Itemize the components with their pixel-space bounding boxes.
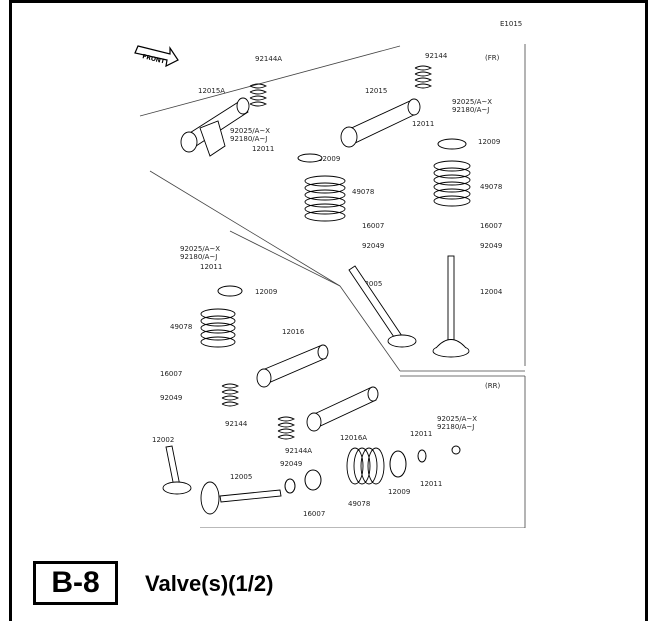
valve-12005-lower	[200, 481, 282, 515]
cylinder-label-rr: (RR)	[485, 382, 500, 390]
label-92025-lower: 92025/A~X	[180, 245, 220, 253]
label-49078-mid: 49078	[352, 188, 374, 196]
part-16007-bottom	[304, 469, 322, 491]
label-12011-left: 12011	[252, 145, 274, 153]
label-49078-lower: 49078	[170, 323, 192, 331]
label-12009-lower: 12009	[255, 288, 277, 296]
label-92180-bottom: 92180/A~J	[437, 423, 474, 431]
label-12004: 12004	[480, 288, 503, 296]
label-92180-left: 92180/A~J	[230, 135, 267, 143]
label-12009-right: 12009	[478, 138, 500, 146]
label-12011-lower: 12011	[200, 263, 222, 271]
label-92049-mid: 92049	[362, 242, 384, 250]
label-92025-left: 92025/A~X	[230, 127, 270, 135]
retainer-mid	[297, 153, 323, 163]
label-16007-mid: 16007	[362, 222, 384, 230]
label-49078-right: 49078	[480, 183, 502, 191]
label-92144a-lower: 92144A	[285, 447, 312, 455]
valve-12005-mid	[348, 265, 417, 348]
label-92049-bottom: 92049	[280, 460, 302, 468]
valve-spring-49078-bottom	[346, 447, 385, 485]
valve-spring-49078-lower	[200, 308, 236, 348]
right-border	[645, 0, 648, 621]
front-arrow-icon: FRONT	[134, 45, 179, 68]
label-92025-bottom: 92025/A~X	[437, 415, 477, 423]
label-92180-lower: 92180/A~J	[180, 253, 217, 261]
valve-spring-49078-mid	[304, 175, 346, 222]
valve-spring-49078-right	[433, 160, 471, 207]
label-16007-bottom: 16007	[303, 510, 325, 518]
section-code-badge: B-8	[33, 561, 118, 605]
label-92049-lower: 92049	[160, 394, 182, 402]
label-92180-right: 92180/A~J	[452, 106, 489, 114]
part-12009-bottom	[389, 450, 407, 478]
left-border	[9, 0, 12, 621]
section-lines	[139, 44, 526, 528]
top-border	[9, 0, 648, 3]
rocker-shaft-12015	[340, 98, 421, 148]
label-12015: 12015	[365, 87, 387, 95]
valve-12002	[162, 445, 192, 495]
label-12002: 12002	[152, 436, 174, 444]
spring-92144-lower	[221, 383, 240, 407]
label-92144a-top: 92144A	[255, 55, 282, 63]
rocker-arm-12016	[256, 344, 329, 388]
part-12011-bottom	[417, 449, 427, 463]
label-12005-lower: 12005	[230, 473, 252, 481]
label-92049-right: 92049	[480, 242, 502, 250]
spring-92144a-lower	[277, 416, 296, 440]
valve-12004	[432, 255, 470, 358]
label-92144-lower: 92144	[225, 420, 248, 428]
spring-92144a	[249, 83, 268, 107]
label-12011-bottom-b: 12011	[420, 480, 442, 488]
part-cotter-bottom	[451, 445, 461, 455]
diagram-svg: FRONT E1015 (FR) (RR) 92144A 12015A 9202…	[134, 20, 526, 528]
exploded-parts-diagram: FRONT E1015 (FR) (RR) 92144A 12015A 9202…	[130, 16, 530, 528]
label-12016: 12016	[282, 328, 305, 336]
rocker-arm-12016a	[306, 386, 379, 432]
figure-id: E1015	[500, 20, 522, 28]
retainer-lower	[217, 285, 243, 297]
section-title: Valve(s)(1/2)	[145, 571, 274, 596]
label-12005-mid: 12005	[360, 280, 382, 288]
retainer-right	[437, 138, 467, 150]
label-12009-left: 12009	[318, 155, 340, 163]
rocker-shaft-12015a	[180, 97, 250, 157]
label-49078-bottom: 49078	[348, 500, 370, 508]
label-12011-right: 12011	[412, 120, 434, 128]
label-92144-top: 92144	[425, 52, 448, 60]
label-16007-right: 16007	[480, 222, 502, 230]
label-12009-bottom: 12009	[388, 488, 410, 496]
label-16007-lower: 16007	[160, 370, 182, 378]
label-92025-right: 92025/A~X	[452, 98, 492, 106]
cylinder-label-fr: (FR)	[485, 54, 500, 62]
spring-92144	[414, 65, 433, 89]
label-12015a: 12015A	[198, 87, 225, 95]
part-92049-bottom	[284, 478, 296, 494]
label-12016a: 12016A	[340, 434, 367, 442]
label-12011-bottom-a: 12011	[410, 430, 432, 438]
